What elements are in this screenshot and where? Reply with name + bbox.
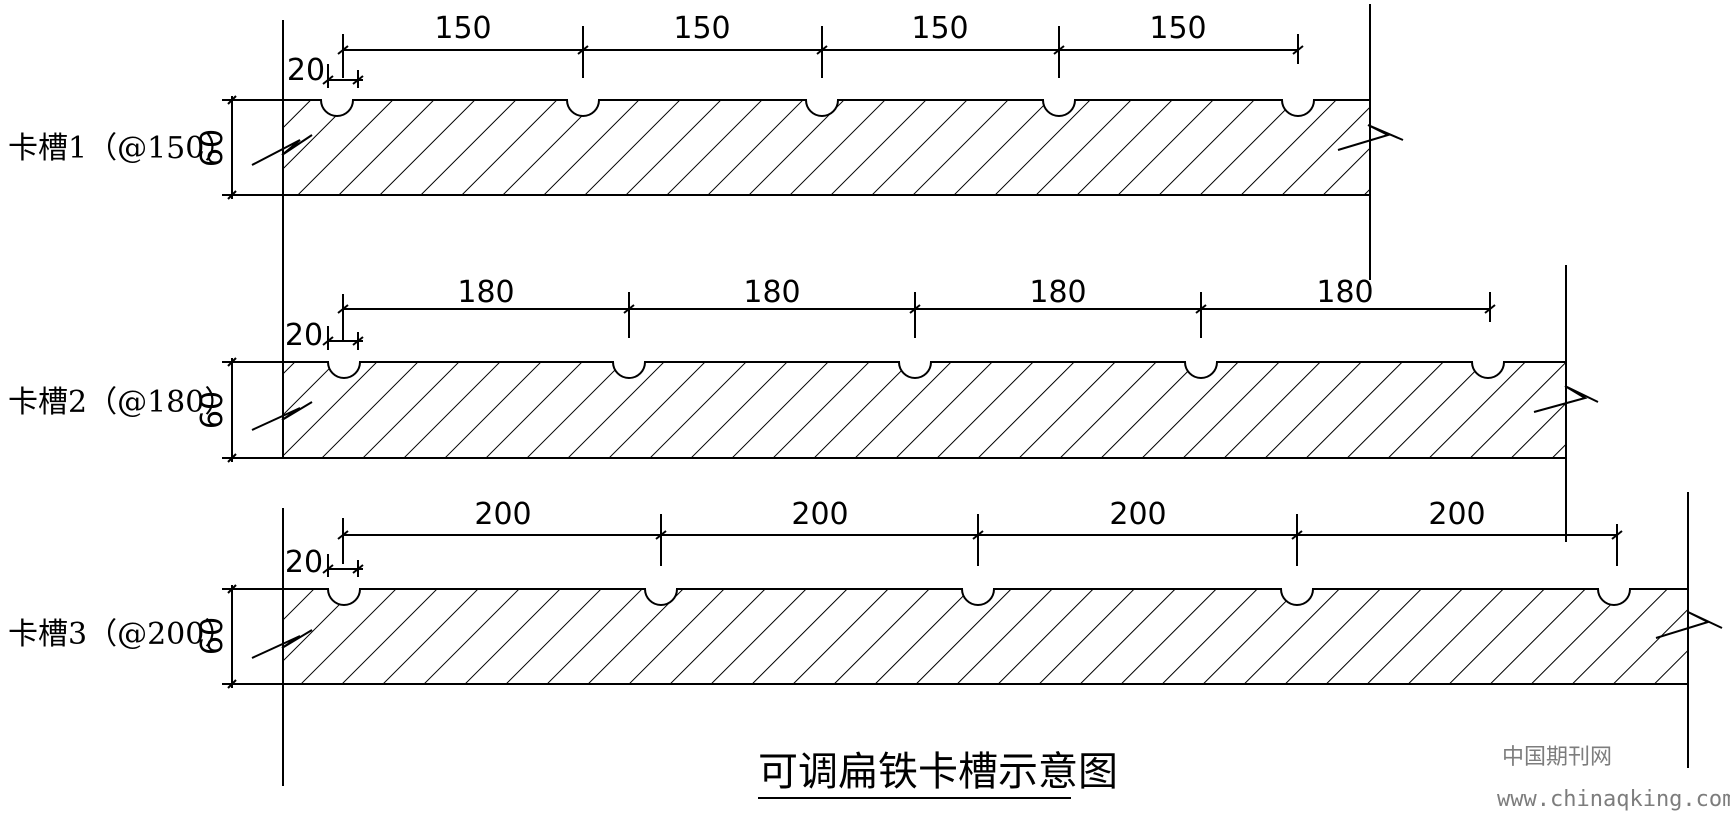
spacing-label: 200 [1428, 497, 1485, 532]
left-break-symbol [251, 401, 313, 431]
spacing-label: 180 [457, 275, 514, 310]
dimension-tick-mark [227, 190, 237, 200]
dimension-tick-mark [227, 584, 237, 594]
spacing-label: 200 [1109, 497, 1166, 532]
dimension-tick-mark [816, 45, 828, 55]
dimension-tick-mark [352, 75, 364, 85]
dimension-tick-mark [1611, 530, 1623, 540]
spacing-label: 200 [791, 497, 848, 532]
thickness-label: 60 [195, 129, 230, 167]
bar-body [282, 588, 1689, 685]
offset-label: 20 [285, 318, 323, 353]
spacing-label: 150 [911, 11, 968, 46]
slot-bar-1: 150 150 150 150 20 60 卡槽1（@150） [8, 4, 1404, 280]
bar-label: 卡槽3（@200） [8, 617, 234, 652]
dimension-tick-mark [227, 679, 237, 689]
left-break-symbol [251, 629, 313, 659]
spacing-label: 150 [673, 11, 730, 46]
left-break-symbol [251, 134, 313, 166]
dimension-tick-mark [337, 45, 349, 55]
dimension-tick-mark [1292, 45, 1304, 55]
watermark-url: www.chinaqking.com [1497, 787, 1730, 812]
spacing-label: 150 [434, 11, 491, 46]
dimension-tick-mark [623, 304, 635, 314]
dimension-tick-mark [577, 45, 589, 55]
spacing-label: 180 [1316, 275, 1373, 310]
dimension-tick-mark [1484, 304, 1496, 314]
right-break-symbol [1337, 124, 1404, 151]
dimension-tick-mark [227, 357, 237, 367]
offset-label: 20 [287, 53, 325, 88]
dimension-tick-mark [909, 304, 921, 314]
thickness-label: 60 [195, 391, 230, 429]
diagram-title: 可调扁铁卡槽示意图 [758, 749, 1118, 795]
dimension-tick-mark [322, 336, 334, 346]
bar-body [282, 361, 1567, 459]
bar-label: 卡槽1（@150） [8, 131, 234, 166]
dimension-tick-mark [1195, 304, 1207, 314]
dimension-tick-mark [655, 530, 667, 540]
dimension-tick-mark [352, 336, 364, 346]
thickness-label: 60 [195, 617, 230, 655]
bar-label: 卡槽2（@180） [8, 385, 234, 420]
bar-body [282, 99, 1371, 196]
dimension-tick-mark [337, 304, 349, 314]
dimension-tick-mark [227, 453, 237, 463]
spacing-label: 180 [743, 275, 800, 310]
right-break-symbol [1533, 385, 1599, 413]
dimension-tick-mark [322, 564, 334, 574]
dimension-tick-mark [1053, 45, 1065, 55]
right-break-symbol [1655, 611, 1723, 639]
dimension-tick-mark [322, 75, 334, 85]
slot-bar-3: 200 200 200 200 20 60 卡槽3（@200） [8, 492, 1723, 786]
dimension-tick-mark [227, 95, 237, 105]
spacing-label: 180 [1029, 275, 1086, 310]
spacing-label: 150 [1149, 11, 1206, 46]
slot-bar-2: 180 180 180 180 20 60 卡槽2（@180） [8, 195, 1599, 542]
offset-label: 20 [285, 545, 323, 580]
spacing-label: 200 [474, 497, 531, 532]
dimension-tick-mark [1291, 530, 1303, 540]
dimension-tick-mark [972, 530, 984, 540]
dimension-tick-mark [352, 564, 364, 574]
dimension-tick-mark [337, 530, 349, 540]
watermark-site-name: 中国期刊网 [1502, 745, 1612, 770]
